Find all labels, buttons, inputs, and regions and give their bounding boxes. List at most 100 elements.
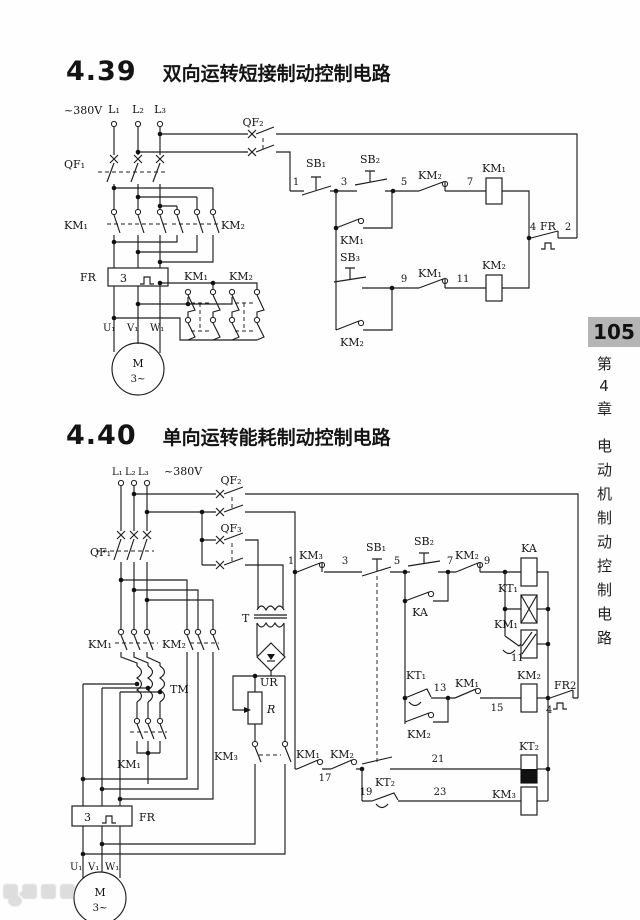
section-439-number: 4.39 [66, 56, 137, 87]
phase-l2: L₂ [125, 467, 136, 478]
kt1-coil: KT₁ [498, 572, 551, 636]
wire-7: 7 [447, 556, 453, 567]
r-label: R [266, 703, 275, 716]
wire-23: 23 [434, 787, 447, 798]
thermal-icon [541, 242, 555, 250]
wire-4: 4 [546, 705, 552, 716]
phase-l2: L₂ [132, 103, 144, 116]
qf1-breaker-440: QF₁ [90, 530, 154, 630]
kt1-coil-label: KT₁ [498, 582, 518, 595]
motor-m: M [94, 886, 105, 899]
km1-label: KM₁ [88, 638, 112, 651]
km2-nc-interlock: KM₂ [455, 549, 521, 573]
km3-coil-label: KM₃ [492, 788, 516, 801]
km3-coil: KM₃ [492, 786, 548, 816]
voltage-label: ~380V [164, 465, 203, 478]
km1-selflock-label: KM₁ [340, 234, 364, 247]
km2-coil-label: KM₂ [482, 259, 506, 272]
delay-arc-icon [502, 649, 516, 655]
wire-7: 7 [467, 177, 473, 188]
fr-nc-contact-440: FR 2 4 [546, 679, 578, 716]
delay-arc-icon [408, 701, 422, 707]
km1-selflock: KM₁ [333, 191, 393, 288]
km2-nc-interlock: KM₂ [418, 169, 449, 192]
voltage-label: ~380V [64, 104, 103, 117]
heater-icon [140, 276, 154, 285]
km2-brake-label: KM₂ [229, 270, 253, 283]
km1-aux-label: KM₁ [296, 748, 320, 761]
book-title-vertical: 电动机制动控制电路 [595, 438, 613, 654]
qf1-label: QF₁ [90, 546, 111, 559]
terminal-u1: U₁ [103, 323, 115, 334]
supply-439: ~380V L₁ L₂ L₃ [64, 103, 166, 155]
tm-label: TM [170, 683, 189, 696]
km2-selflock-label: KM₂ [340, 336, 364, 349]
fr-nc-contact-439: 4 FR 2 [526, 220, 577, 250]
motor-3ph: 3~ [93, 903, 108, 914]
schematic-440: L₁ L₂ L₃ ~380V QF₂ QF₃ [70, 465, 579, 920]
wire-4: 4 [530, 222, 536, 233]
km3-nc-interlock: KM₃ [295, 549, 362, 573]
fr-overload-heater-439: FR 3 [80, 267, 169, 353]
wire-5: 5 [394, 556, 400, 567]
km1-coil-440: KM₁ 11 [494, 618, 551, 664]
qf1-breaker-439: QF₁ [64, 154, 168, 210]
ka-coil: KA [520, 542, 549, 801]
terminal-u1: U₁ [70, 862, 82, 873]
section-440-number: 4.40 [66, 420, 137, 451]
km2-coil-440: KM₂ [517, 669, 551, 713]
km1-nc-label: KM₁ [418, 267, 442, 280]
km3-nc-label: KM₃ [299, 549, 323, 562]
wire-17: 17 [319, 773, 332, 784]
sb3-label: SB₃ [340, 251, 360, 264]
terminal-v1: V₁ [87, 862, 99, 873]
qf2-label: QF₂ [220, 474, 241, 487]
ur-rectifier: UR [252, 642, 286, 742]
r-resistor: R [232, 675, 275, 742]
sb2-start-button: SB₂ [407, 535, 441, 567]
km1-coil-label: KM₁ [494, 618, 518, 631]
qf2-breaker-439: QF₂ [135, 116, 578, 238]
sb1-label: SB₁ [366, 541, 386, 554]
km1-coil: KM₁ [482, 162, 530, 238]
fr-label: FR [80, 271, 97, 284]
sb2-label: SB₂ [360, 153, 380, 166]
km2-selflock-label: KM₂ [407, 728, 431, 741]
km3-power-contacts: KM₃ [80, 740, 292, 857]
wire-13: 13 [434, 683, 447, 694]
km2-coil-label: KM₂ [517, 669, 541, 682]
sb1-stop-button: SB₁ [361, 541, 392, 764]
km1-km2-aux-row: KM₁ KM₂ 17 21 [295, 748, 521, 784]
phase-l3: L₃ [154, 103, 166, 116]
wire-3: 3 [342, 556, 348, 567]
kt1-contact-label: KT₁ [406, 669, 426, 682]
km2-label: KM₂ [162, 638, 186, 651]
wire-19: 19 [360, 787, 373, 798]
wire-11: 11 [511, 653, 524, 664]
kt2-delayed-contact-row: 19 KT₂ 23 [360, 769, 521, 809]
phase-l1: L₁ [108, 103, 120, 116]
ka-selflock-label: KA [412, 606, 429, 619]
wiper-arrow-icon [244, 707, 251, 713]
braking-contacts-439: KM₁ KM₂ [111, 270, 265, 341]
terminal-v1: V₁ [126, 323, 138, 334]
wire-1: 1 [288, 556, 294, 567]
control-circuit-439: 1 3 5 7 SB₁ SB₂ KM₂ [290, 153, 577, 349]
wire-21: 21 [432, 754, 445, 765]
ka-selflock: KA [402, 572, 449, 724]
wire-1: 1 [293, 177, 299, 188]
qf3-label: QF₃ [220, 522, 241, 535]
motor-m: M [132, 357, 143, 370]
delay-arc-icon [375, 803, 389, 809]
sb1-stop-button: SB₁ [301, 157, 332, 196]
wire-9: 9 [401, 274, 407, 285]
km1-nc-interlock: KM₁ [418, 267, 449, 289]
supply-440: L₁ L₂ L₃ ~380V [112, 465, 203, 531]
qf2-label: QF₂ [242, 116, 263, 129]
km1-no-label: KM₁ [455, 677, 479, 690]
chapter-label: 第4章 [595, 356, 613, 422]
sb2-start-button: SB₂ [354, 153, 388, 186]
kt2-coil: KT₂ [519, 740, 551, 784]
